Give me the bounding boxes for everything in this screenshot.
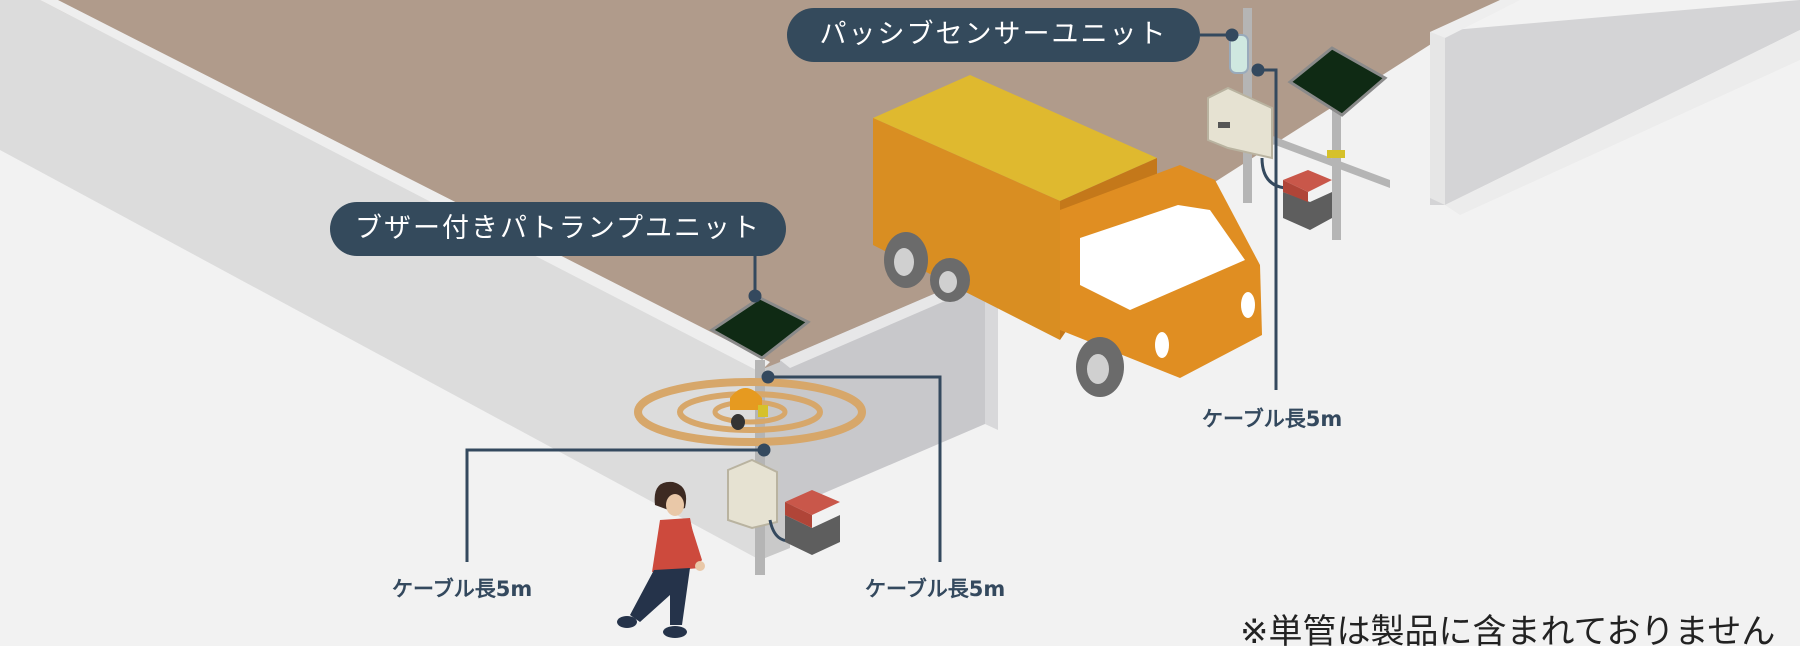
cable-length-right: ケーブル長5m bbox=[1202, 407, 1343, 431]
leader-dot-left bbox=[757, 443, 771, 457]
right-wall-face bbox=[1430, 0, 1800, 205]
leader-cable-middle bbox=[768, 375, 942, 562]
right-sidewalk bbox=[1445, 30, 1800, 215]
patlamp-battery-side bbox=[785, 515, 840, 555]
truck-headlight bbox=[1241, 292, 1255, 318]
left-wall-face bbox=[0, 0, 760, 560]
pipe-not-included-note: ※単管は製品に含まれておりません bbox=[1240, 612, 1776, 646]
buzzer-lamp bbox=[730, 388, 762, 410]
buzzer-speaker bbox=[731, 414, 745, 430]
truck-wheel-front bbox=[1076, 337, 1124, 397]
cable-length-left: ケーブル長5m bbox=[392, 577, 533, 601]
sensor-battery-front bbox=[1283, 180, 1308, 202]
leader-dot-sensor bbox=[1225, 28, 1239, 42]
person-face bbox=[666, 494, 684, 516]
right-wall-front bbox=[1430, 32, 1445, 205]
truck-windshield bbox=[1080, 205, 1245, 310]
cable-length-middle: ケーブル長5m bbox=[865, 577, 1006, 601]
sensor-unit-label: パッシブセンサーユニット bbox=[787, 8, 1200, 62]
sensor-clamp bbox=[1327, 150, 1345, 158]
truck bbox=[873, 75, 1262, 397]
person-arm bbox=[686, 522, 702, 565]
person-walking bbox=[617, 481, 705, 638]
patlamp-unit-label: ブザー付きパトランプユニット bbox=[330, 202, 786, 256]
leader-dot-right bbox=[1251, 63, 1265, 77]
patlamp-control-box bbox=[727, 458, 778, 530]
patlamp-solar-panel bbox=[709, 296, 811, 360]
passive-sensor-unit bbox=[1207, 8, 1390, 240]
passive-sensor-icon bbox=[1229, 34, 1249, 74]
gate-wall-face bbox=[780, 272, 985, 512]
sensor-cable bbox=[1260, 157, 1286, 190]
patlamp-battery-top bbox=[785, 490, 840, 515]
truck-side-light bbox=[1155, 332, 1169, 358]
person-shoe-left bbox=[617, 616, 637, 628]
sensor-pole-2 bbox=[1332, 100, 1341, 240]
patlamp-clamp bbox=[758, 405, 768, 417]
truck-wheel-rear-1 bbox=[884, 232, 928, 288]
leader-cable-left bbox=[465, 448, 764, 562]
person-shoe-right bbox=[663, 626, 687, 638]
truck-cargo-top bbox=[873, 75, 1157, 201]
leader-dot-middle bbox=[761, 370, 775, 384]
truck-cargo-side bbox=[873, 118, 1060, 340]
leader-dot-patlamp bbox=[748, 289, 762, 303]
leader-lines bbox=[465, 28, 1278, 562]
truck-wheel-rear-2 bbox=[930, 258, 970, 302]
sensor-battery-side bbox=[1283, 192, 1332, 230]
patlamp-unit bbox=[634, 296, 866, 575]
person-hand bbox=[695, 561, 705, 571]
left-wall-top bbox=[40, 0, 770, 372]
sensor-control-box bbox=[1207, 86, 1273, 160]
sensor-battery-top bbox=[1283, 170, 1332, 192]
sensor-solar-panel bbox=[1287, 46, 1388, 117]
right-wall-top bbox=[1430, 0, 1520, 38]
gate-wall-side bbox=[985, 272, 998, 430]
patlamp-battery-front bbox=[785, 502, 812, 528]
sensor-box-indicator bbox=[1218, 122, 1230, 128]
person-pants bbox=[630, 568, 690, 625]
